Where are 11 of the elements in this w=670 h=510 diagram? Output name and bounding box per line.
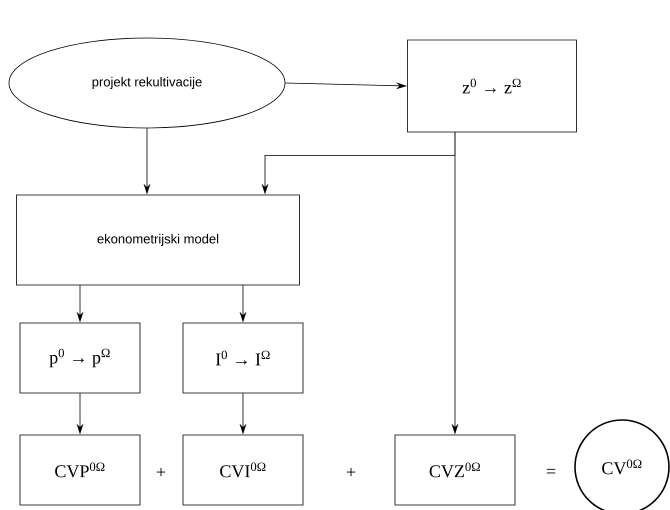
operator-sign: +	[156, 468, 166, 476]
process-box: z$^{0}$ → z$^{Ω}$	[407, 40, 577, 132]
process-box: p$^{0}$ → p$^{Ω}$	[20, 322, 140, 394]
operator-sign: =	[546, 468, 556, 474]
ellipse-node: projekt rekultivacije	[8, 38, 286, 128]
process-box: I$^{0}$ → I$^{Ω}$	[182, 322, 304, 394]
result-box: CVP$^{0Ω}$	[20, 434, 140, 506]
result-box: CVI$^{0Ω}$	[182, 434, 304, 506]
process-box: ekonometrijski model	[16, 194, 300, 286]
result-box: CVZ$^{0Ω}$	[394, 434, 516, 506]
operator-sign: +	[346, 468, 356, 476]
